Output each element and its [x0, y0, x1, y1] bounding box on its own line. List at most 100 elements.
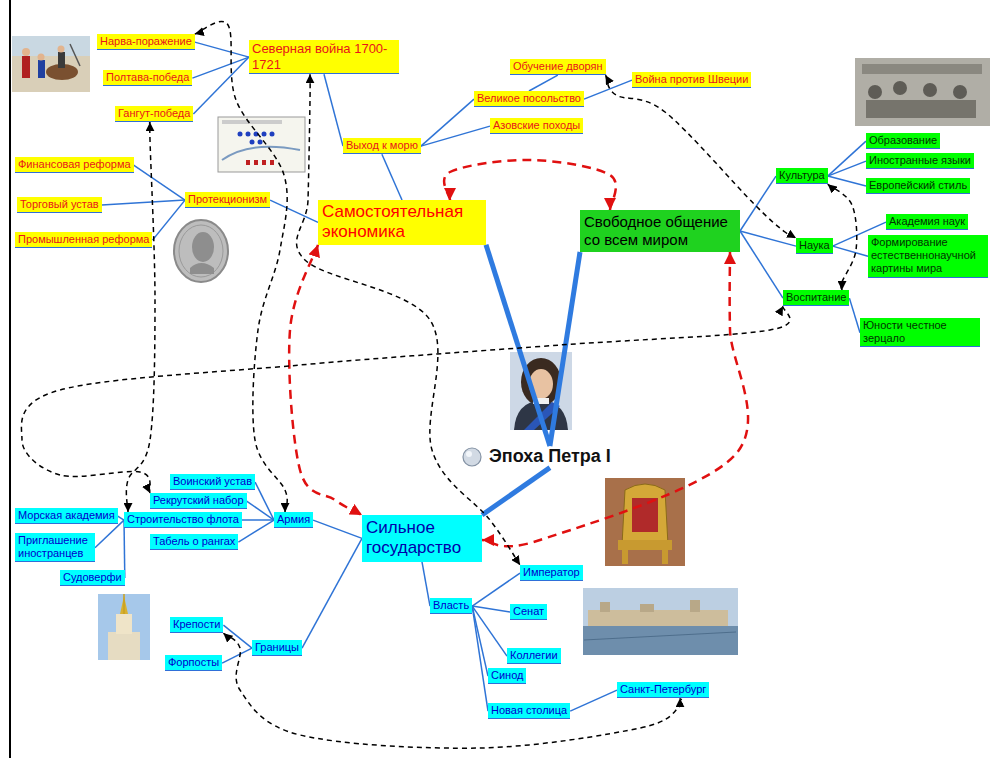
topic-box: Власть: [430, 598, 472, 614]
dashed-arrow: [21, 306, 790, 493]
topic-box: Война против Швеции: [632, 72, 751, 88]
node-text: Иностранные языки: [869, 154, 971, 167]
throne-picture: [622, 550, 628, 564]
branch-line: [324, 74, 343, 146]
branch-line: [828, 141, 866, 176]
node-text: Академия наук: [889, 215, 965, 228]
node-text: Финансовая реформа: [18, 158, 131, 171]
node-text: Табель о рангах: [153, 535, 235, 548]
node-text: Гангут-победа: [118, 107, 190, 120]
fortress-picture: [98, 594, 150, 660]
topic-box: Юности честное зерцало: [860, 318, 980, 347]
map-picture: [246, 160, 250, 165]
node-text: Протекционизм: [188, 193, 267, 206]
node-text: Самостоятельная экономика: [322, 202, 482, 243]
engraving-picture: [953, 85, 967, 99]
topic-box: Строительство флота: [124, 512, 242, 528]
map-picture: [222, 120, 282, 124]
node-text: Границы: [255, 641, 299, 654]
node-text: Приглашение иностранцев: [18, 534, 92, 560]
node-text: Обучение дворян: [513, 60, 603, 73]
topic-box: Император: [520, 565, 583, 581]
battle-picture: [58, 52, 65, 68]
node-text: Торговый устав: [20, 198, 99, 211]
branch-line: [570, 690, 617, 711]
node-text: Культура: [779, 169, 825, 182]
branch-line: [192, 57, 249, 78]
node-text: Коллегии: [510, 649, 558, 662]
map-picture: [262, 132, 267, 137]
branch-line: [382, 154, 402, 200]
dashed-arrow: [195, 22, 287, 512]
map-picture: [222, 147, 300, 160]
branch-line: [833, 246, 868, 256]
battle-picture: [22, 48, 30, 56]
engraving-picture: [923, 83, 937, 97]
node-text: Великое посольство: [477, 92, 581, 105]
branch-line: [584, 80, 632, 99]
city-picture: [600, 602, 610, 612]
city-picture: [690, 600, 700, 612]
dashed-arrow: [482, 252, 748, 546]
topic-box: Иностранные языки: [866, 153, 974, 169]
fortress-picture: [98, 594, 150, 660]
city-picture: [584, 632, 736, 640]
node-text: Синод: [491, 669, 523, 682]
fortress-picture: [108, 632, 140, 660]
branch-line: [828, 161, 866, 176]
city-picture: [588, 610, 728, 626]
battle-picture: [58, 46, 65, 53]
dashed-arrow: [126, 121, 155, 512]
node-text: Промышленная реформа: [18, 233, 149, 246]
battle-picture: [38, 60, 45, 78]
node-text: Император: [523, 566, 580, 579]
fortress-picture: [123, 594, 125, 614]
branch-line: [242, 519, 274, 521]
topic-box: Выход к морю: [343, 138, 421, 154]
node-text: Нарва-поражение: [100, 35, 192, 48]
topic-box: Армия: [274, 512, 313, 528]
main-branch-line: [486, 245, 550, 446]
map-picture: [258, 140, 263, 145]
map-picture: [218, 117, 305, 172]
branch-line: [193, 57, 249, 114]
throne-picture: [618, 540, 672, 550]
topic-box: Крепости: [170, 617, 223, 633]
topic-box: Табель о рангах: [150, 534, 238, 550]
topic-box: Полтава-победа: [103, 70, 192, 86]
coin-picture: [174, 220, 228, 282]
city-picture: [640, 604, 654, 612]
topic-box: Великое посольство: [474, 91, 584, 107]
topic-box: Новая столица: [488, 703, 570, 719]
node-text: Наука: [799, 239, 830, 252]
fortress-picture: [116, 614, 132, 634]
branch-box: Сильное государство: [362, 515, 482, 562]
branch-line: [828, 176, 866, 186]
node-text: Сильное государство: [366, 518, 478, 559]
topic-box: Сенат: [510, 604, 547, 620]
topic-box: Северная война 1700-1721: [249, 40, 399, 74]
node-text: Санкт-Петербург: [620, 683, 706, 696]
engraving-picture: [855, 58, 990, 126]
node-text: Морская академия: [18, 509, 115, 522]
branch-line: [134, 165, 185, 200]
topic-box: Границы: [252, 640, 302, 656]
central-topic: Эпоха Петра I: [487, 446, 613, 468]
node-text: Власть: [433, 599, 469, 612]
battle-picture: [12, 36, 90, 92]
battle-picture: [70, 44, 80, 66]
map-picture: [238, 132, 243, 137]
battle-picture: [12, 36, 90, 92]
page-border: [9, 0, 11, 758]
node-text: Строительство флота: [127, 513, 239, 526]
branch-line: [422, 562, 430, 606]
map-picture: [270, 132, 275, 137]
engraving-picture: [855, 58, 990, 126]
branch-line: [740, 176, 776, 231]
main-branch-line: [482, 468, 550, 515]
node-text: Северная война 1700-1721: [252, 41, 396, 72]
topic-box: Обучение дворян: [510, 59, 606, 75]
branch-line: [302, 538, 362, 648]
topic-box: Нарва-поражение: [97, 34, 195, 50]
